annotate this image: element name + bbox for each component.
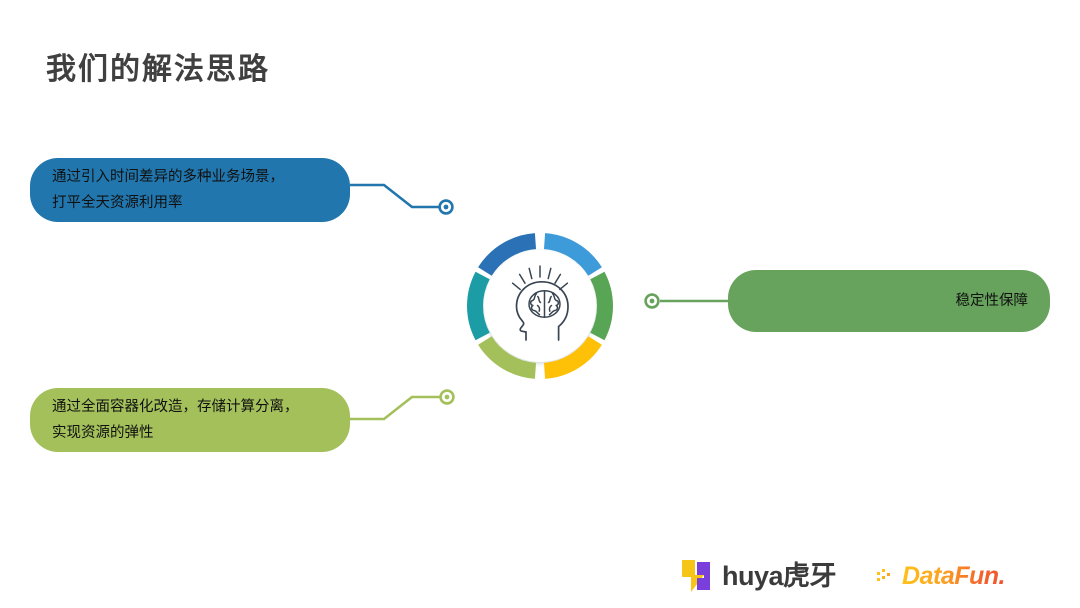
huya-logo: huya虎牙 [680, 556, 837, 596]
segment-left [467, 271, 490, 341]
huya-wordmark: huya虎牙 [722, 560, 837, 591]
callout-right-line1: 稳定性保障 [955, 293, 1029, 309]
connector-left-bottom-endpoint-ring [439, 389, 455, 405]
callout-left-top-line2: 打平全天资源利用率 [52, 195, 183, 211]
callout-left-bottom-line1: 通过全面容器化改造，存储计算分离， [52, 399, 299, 415]
datafun-logo: DataFun. [876, 561, 1005, 590]
segment-bottom-left [478, 335, 537, 379]
page-title: 我们的解法思路 [46, 53, 270, 86]
callout-left-top-line1: 通过引入时间差异的多种业务场景， [52, 169, 284, 185]
callout-left-top[interactable]: 通过引入时间差异的多种业务场景， 打平全天资源利用率 [30, 158, 350, 222]
datafun-wordmark: DataFun. [902, 561, 1005, 590]
connector-left-bottom-line [350, 395, 440, 421]
connector-left-top-line [350, 183, 440, 209]
connector-left-top-endpoint-ring [438, 199, 454, 215]
callout-left-bottom-line2: 实现资源的弹性 [52, 425, 154, 441]
connector-right-endpoint-ring [644, 293, 660, 309]
connector-right-endpoint-dot [649, 298, 655, 304]
callout-left-bottom[interactable]: 通过全面容器化改造，存储计算分离， 实现资源的弹性 [30, 388, 350, 452]
callout-right[interactable]: 稳定性保障 [728, 270, 1050, 332]
segment-bottom-right [543, 335, 602, 379]
segment-top-left [478, 233, 537, 277]
connector-left-top-endpoint-dot [443, 204, 449, 210]
footer-logos: huya虎牙 DataFun. [680, 552, 1040, 600]
datafun-dots-icon [877, 569, 891, 581]
segment-top-right [543, 233, 602, 277]
donut-inner-disc [484, 250, 596, 362]
segment-right [590, 271, 613, 341]
donut-ring [467, 233, 613, 379]
brain-icon-svg [511, 265, 569, 341]
huya-mark-icon [682, 560, 710, 592]
head-with-brain-idea-icon [496, 262, 584, 350]
center-donut-graphic [462, 228, 618, 384]
connector-left-bottom-endpoint-dot [444, 394, 450, 400]
